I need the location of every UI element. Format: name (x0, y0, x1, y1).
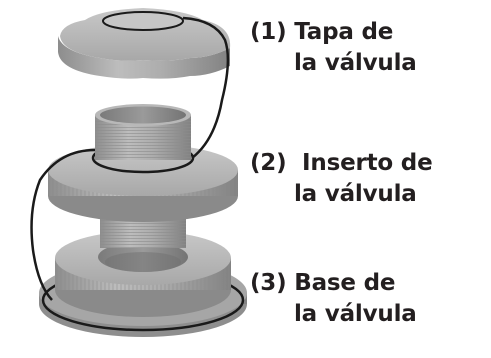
insert-tube-opening (100, 106, 186, 124)
label-valve-base-line2: la válvula (294, 301, 417, 327)
cap-side (58, 36, 230, 79)
base-inner-shadow (105, 252, 181, 272)
tether-cap-to-insert (182, 16, 230, 159)
label-valve-base-line1: (3) Base de (250, 270, 396, 296)
label-valve-cap: (1) Tapa de la válvula (250, 17, 417, 79)
label-valve-insert-line2: la válvula (294, 181, 417, 207)
tether-insert-to-base (30, 148, 96, 301)
label-valve-insert: (2) Inserto de la válvula (250, 148, 433, 210)
cap-center-disc (102, 11, 184, 31)
valve-base (39, 231, 247, 337)
valve-cap (58, 8, 231, 79)
label-valve-base: (3) Base de la válvula (250, 268, 417, 330)
valve-insert (48, 104, 238, 248)
label-valve-cap-line1: (1) Tapa de (250, 19, 394, 45)
label-valve-insert-line1: (2) Inserto de (250, 150, 433, 176)
label-valve-cap-line2: la válvula (294, 50, 417, 76)
